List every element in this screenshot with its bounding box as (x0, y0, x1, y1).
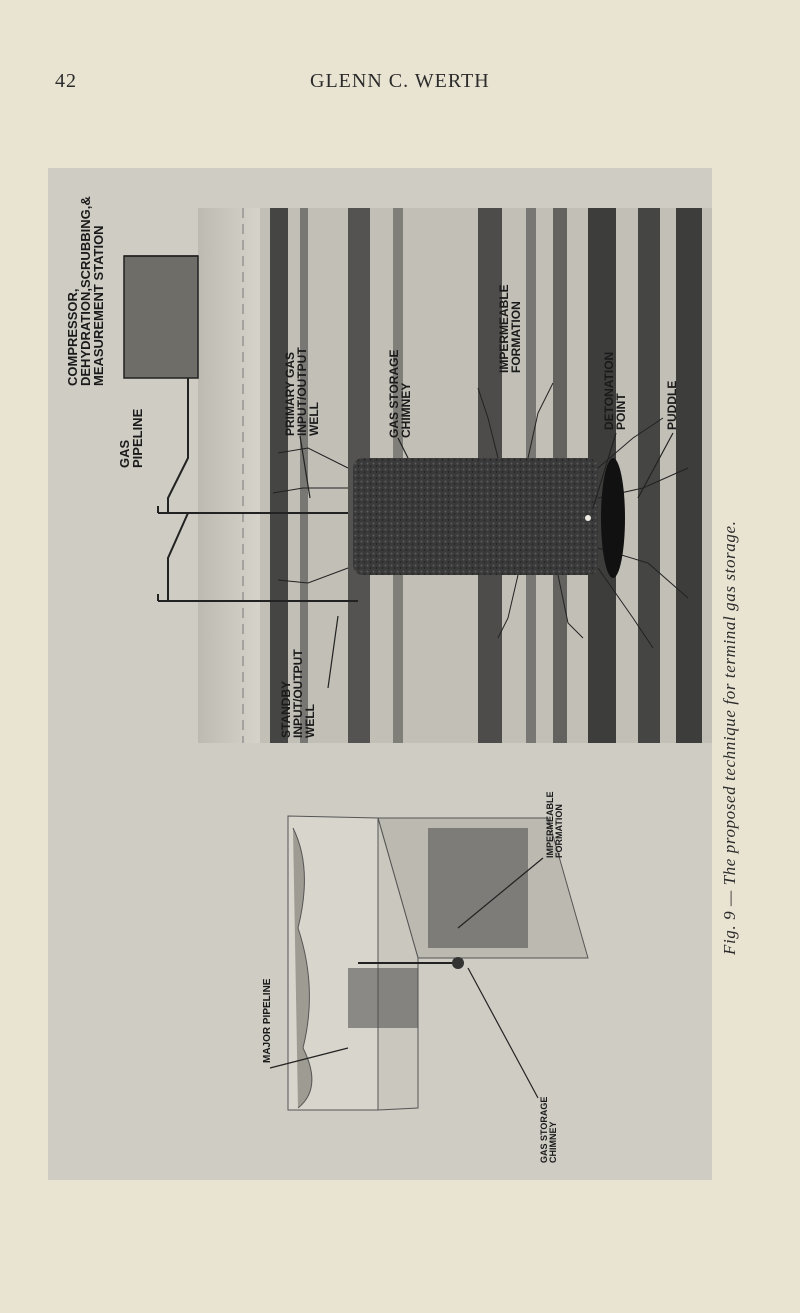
label-compressor-station: COMPRESSOR, DEHYDRATION,SCRUBBING,& MEAS… (65, 196, 106, 386)
label-inset-impermeable: IMPERMEABLE FORMATION (545, 791, 564, 858)
label-inset-chimney: GAS STORAGE CHIMNEY (539, 1096, 558, 1163)
surface-layer (198, 208, 260, 743)
storage-diagram (123, 208, 712, 1111)
running-head: GLENN C. WERTH (310, 70, 490, 92)
page-number: 42 (55, 70, 77, 92)
gas-storage-chimney (353, 458, 598, 575)
label-primary-well: PRIMARY GAS INPUT/OUTPUT WELL (283, 347, 321, 436)
inset-block-diagram (269, 815, 589, 1111)
label-puddle: PUDDLE (665, 380, 679, 430)
figure-caption: Fig. 9 — The proposed technique for term… (720, 520, 739, 955)
wells (157, 378, 358, 602)
label-storage-chimney: GAS STORAGE CHIMNEY (387, 349, 413, 438)
label-major-pipeline: MAJOR PIPELINE (262, 978, 273, 1063)
label-detonation-point: DETONATION POINT (602, 351, 628, 430)
figure-plate: COMPRESSOR, DEHYDRATION,SCRUBBING,& MEAS… (48, 168, 712, 1180)
label-standby-well: STANDBY INPUT/OUTPUT WELL (279, 649, 317, 738)
label-impermeable-formation: IMPERMEABLE FORMATION (497, 284, 523, 373)
label-gas-pipeline: GAS PIPELINE (117, 408, 145, 468)
detonation-point (585, 515, 591, 521)
compressor-station (123, 255, 199, 379)
puddle (601, 458, 625, 578)
